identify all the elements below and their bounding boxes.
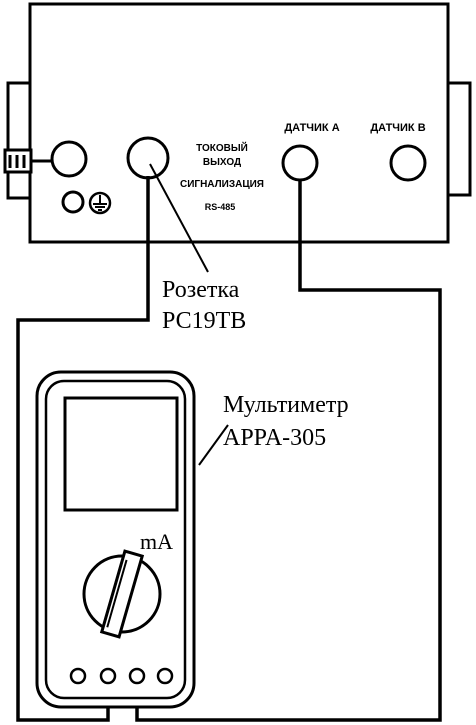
sensor-a-connector: [281, 144, 319, 182]
alarm-label: СИГНАЛИЗАЦИЯ: [180, 179, 264, 190]
fuse-holder: [61, 190, 85, 214]
current-output-label-1: ТОКОВЫЙ: [196, 141, 248, 154]
power-plug-icon: [3, 148, 54, 174]
sensor-a-label: ДАТЧИК A: [284, 122, 339, 134]
socket-label-line1: Розетка: [162, 277, 240, 303]
rotary-switch: [82, 549, 162, 639]
power-connector: [50, 140, 88, 178]
current-output-label-2: ВЫХОД: [203, 157, 241, 168]
sensor-b-connector: [389, 144, 427, 182]
socket-label-line2: РС19ТВ: [162, 308, 246, 334]
jack-1: [69, 667, 87, 685]
wire-sensor-a-to-multimeter: [135, 180, 442, 722]
range-label-ma: mA: [140, 529, 173, 554]
jack-2: [99, 667, 117, 685]
left-bracket: [6, 81, 30, 200]
multimeter-leader-line: [198, 424, 229, 466]
right-bracket: [448, 81, 472, 197]
ground-icon: [88, 191, 112, 215]
socket-rs19tv: [126, 136, 170, 180]
multimeter-label-line1: Мультиметр: [223, 392, 349, 418]
jack-4: [156, 667, 174, 685]
rs485-label: RS-485: [205, 202, 236, 212]
multimeter-inner-frame: [44, 379, 187, 700]
multimeter-display: [63, 396, 179, 512]
jack-3: [128, 667, 146, 685]
socket-leader-line: [149, 163, 209, 273]
multimeter-label-line2: APPA-305: [223, 425, 326, 451]
sensor-b-label: ДАТЧИК B: [370, 122, 425, 134]
wire-socket-to-multimeter: [16, 176, 150, 722]
